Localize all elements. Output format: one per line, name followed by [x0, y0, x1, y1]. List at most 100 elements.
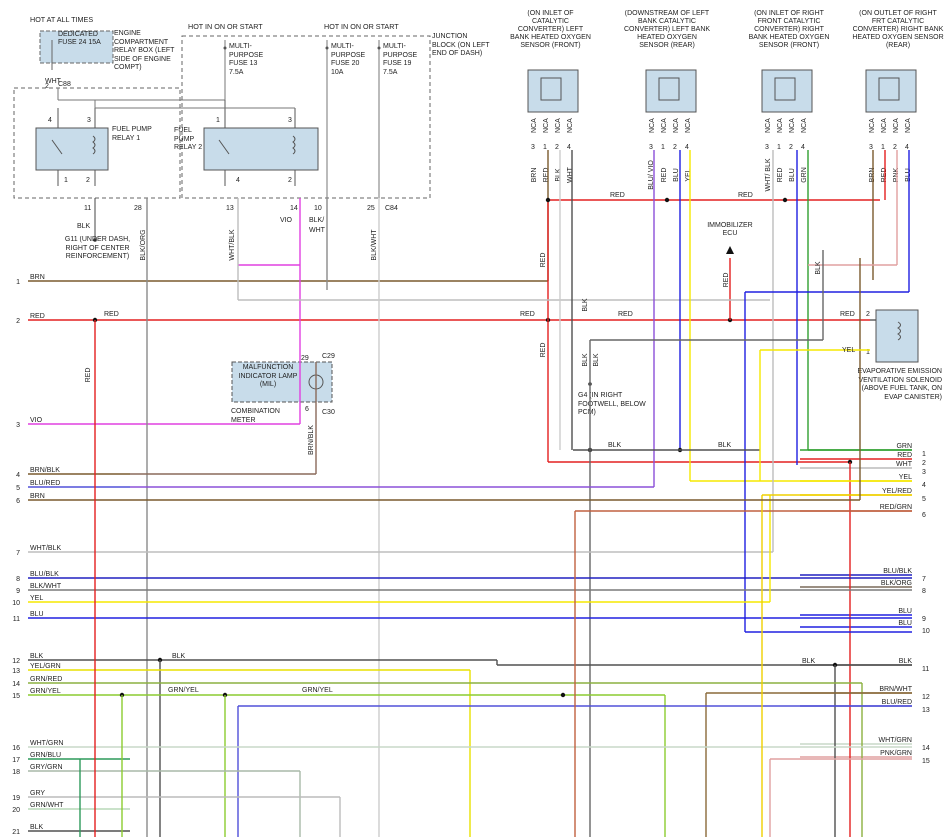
blk-label: BLK — [608, 442, 622, 449]
left-pin-number: 16 — [12, 745, 20, 752]
right-pin-number: 13 — [922, 707, 930, 714]
o2-sensor-lb-rear: (DOWNSTREAM OF LEFT BANK CATALYTIC CONVE… — [624, 10, 710, 113]
sensor-pin-number: 1 — [881, 144, 885, 151]
hot-run-label-2: HOT IN ON OR START — [324, 22, 399, 31]
sensor-wire-label: BLU/ VIO — [648, 160, 655, 190]
right-pin-number: 9 — [922, 616, 926, 623]
blk-label: BLK — [815, 261, 822, 275]
red-label: RED — [104, 311, 119, 318]
right-pin-wire-label: BRN/WHT — [879, 686, 912, 693]
sensor-nca-label: NCA — [649, 118, 656, 133]
left-pin-number: 19 — [12, 795, 20, 802]
sensor-pin-number: 4 — [685, 144, 689, 151]
sensor-pin-number: 2 — [555, 144, 559, 151]
left-pin-wire-label: WHT/GRN — [30, 740, 63, 747]
yel-label: YEL — [842, 347, 855, 354]
splice-dot — [545, 197, 551, 203]
left-pin-number: 9 — [16, 588, 20, 595]
right-pin-number: 2 — [922, 460, 926, 467]
right-pin-wire-label: GRN — [896, 443, 912, 450]
left-pin-number: 5 — [16, 485, 20, 492]
left-pin-wire-label: BLK — [30, 824, 44, 831]
sensor-wire-label: YEL — [685, 168, 692, 181]
right-pin-wire-label: YEL — [899, 474, 912, 481]
sensor-wire-label: WHT/ BLK — [765, 158, 772, 191]
red-vert-label: RED — [85, 368, 92, 383]
svg-text:13: 13 — [226, 205, 234, 212]
o2-sensor-rb-front: (ON INLET OF RIGHT FRONT CATALYTIC CONVE… — [749, 10, 829, 113]
left-pin-wire-label: BRN — [30, 274, 45, 281]
sensor-nca-label: NCA — [801, 118, 808, 133]
sensor-pin-number: 2 — [893, 144, 897, 151]
connector-c84: C84 — [385, 205, 398, 212]
blk-label: BLK — [582, 298, 589, 312]
red-label: RED — [840, 311, 855, 318]
left-pin-number: 2 — [16, 318, 20, 325]
sensor-wire-label: BLU — [673, 168, 680, 182]
left-pin-number: 7 — [16, 550, 20, 557]
right-pin-wire-label: RED/GRN — [880, 504, 912, 511]
connector-c88: C88 — [58, 81, 71, 88]
left-pin-wire-label: GRN/WHT — [30, 802, 64, 809]
svg-text:10: 10 — [314, 205, 322, 212]
left-pin-wire-label: YEL — [30, 595, 43, 602]
sensor-nca-label: NCA — [765, 118, 772, 133]
blk-org-label: BLK/ORG — [140, 229, 147, 260]
svg-text:1: 1 — [216, 117, 220, 124]
junction-block-label: JUNCTION BLOCK (ON LEFT END OF DASH) — [432, 33, 490, 57]
grn-yel-label: GRN/YEL — [168, 687, 199, 694]
o2-sensor-lb-front: (ON INLET OF CATALYTIC CONVERTER) LEFT B… — [510, 10, 591, 113]
left-pin-number: 4 — [16, 472, 20, 479]
o2-sensor-rb-rear: (ON OUTLET OF RIGHT FRT CATALYTIC CONVER… — [852, 10, 944, 113]
hot-run-label-1: HOT IN ON OR START — [188, 22, 263, 31]
left-pin-wire-label: BLU/RED — [30, 480, 60, 487]
sensor-nca-label: NCA — [869, 118, 876, 133]
grn-yel-label: GRN/YEL — [302, 687, 333, 694]
left-pin-wire-label: GRN/RED — [30, 676, 62, 683]
svg-text:C29: C29 — [322, 353, 335, 360]
sensor-pin-number: 2 — [789, 144, 793, 151]
svg-text:14: 14 — [290, 205, 298, 212]
sensor-pin-number: 3 — [649, 144, 653, 151]
left-pin-wire-label: BLK/WHT — [30, 583, 62, 590]
sensor-nca-label: NCA — [543, 118, 550, 133]
sensor-pin-number: 3 — [531, 144, 535, 151]
svg-text:1: 1 — [866, 349, 870, 356]
right-pin-wire-label: BLU — [898, 608, 912, 615]
ground-g11: BLK G11 (UNDER DASH, RIGHT OF CENTER REI… — [65, 198, 130, 260]
red-label: RED — [610, 192, 625, 199]
left-pin-number: 13 — [12, 668, 20, 675]
right-pin-wire-label: BLU/RED — [882, 699, 912, 706]
vio-label: VIO — [280, 217, 293, 224]
left-pin-number: 21 — [12, 829, 20, 836]
splice-dot — [560, 692, 566, 698]
right-pin-wire-label: WHT/GRN — [879, 737, 912, 744]
svg-text:11: 11 — [84, 205, 91, 212]
wire-layer — [28, 150, 912, 837]
evap-solenoid: EVAPORATIVE EMISSION VENTILATION SOLENOI… — [857, 309, 942, 401]
svg-text:1: 1 — [64, 177, 68, 184]
left-pin-wire-label: BRN/BLK — [30, 467, 60, 474]
sensor-nca-label: NCA — [555, 118, 562, 133]
left-pin-wire-label: VIO — [30, 417, 43, 424]
immobilizer-ecu: IMMOBILIZER ECU — [707, 222, 753, 254]
sensor-nca-label: NCA — [893, 118, 900, 133]
sensor-pin-number: 3 — [869, 144, 873, 151]
ground-g4: G4 (IN RIGHT FOOTWELL, BELOW PCM) — [578, 382, 646, 416]
right-pin-number: 5 — [922, 496, 926, 503]
left-pin-number: 10 — [12, 600, 20, 607]
svg-text:3: 3 — [288, 117, 292, 124]
left-pin-wire-label: BLU — [30, 611, 44, 618]
dedicated-fuse-label: DEDICATED FUSE 24 15A — [58, 31, 101, 46]
right-pin-number: 1 — [922, 451, 926, 458]
sensor-wire-label: GRN — [801, 167, 808, 183]
right-pin-wire-label: RED — [897, 452, 912, 459]
left-pin-number: 17 — [12, 757, 20, 764]
sensor-pin-number: 4 — [801, 144, 805, 151]
mil-lamp: MALFUNCTION INDICATOR LAMP (MIL) 29 C29 … — [231, 353, 335, 424]
sensor-pin-number: 4 — [567, 144, 571, 151]
sensor-nca-label: NCA — [661, 118, 668, 133]
left-pin-wire-label: BLK — [30, 653, 44, 660]
right-pin-number: 3 — [922, 469, 926, 476]
